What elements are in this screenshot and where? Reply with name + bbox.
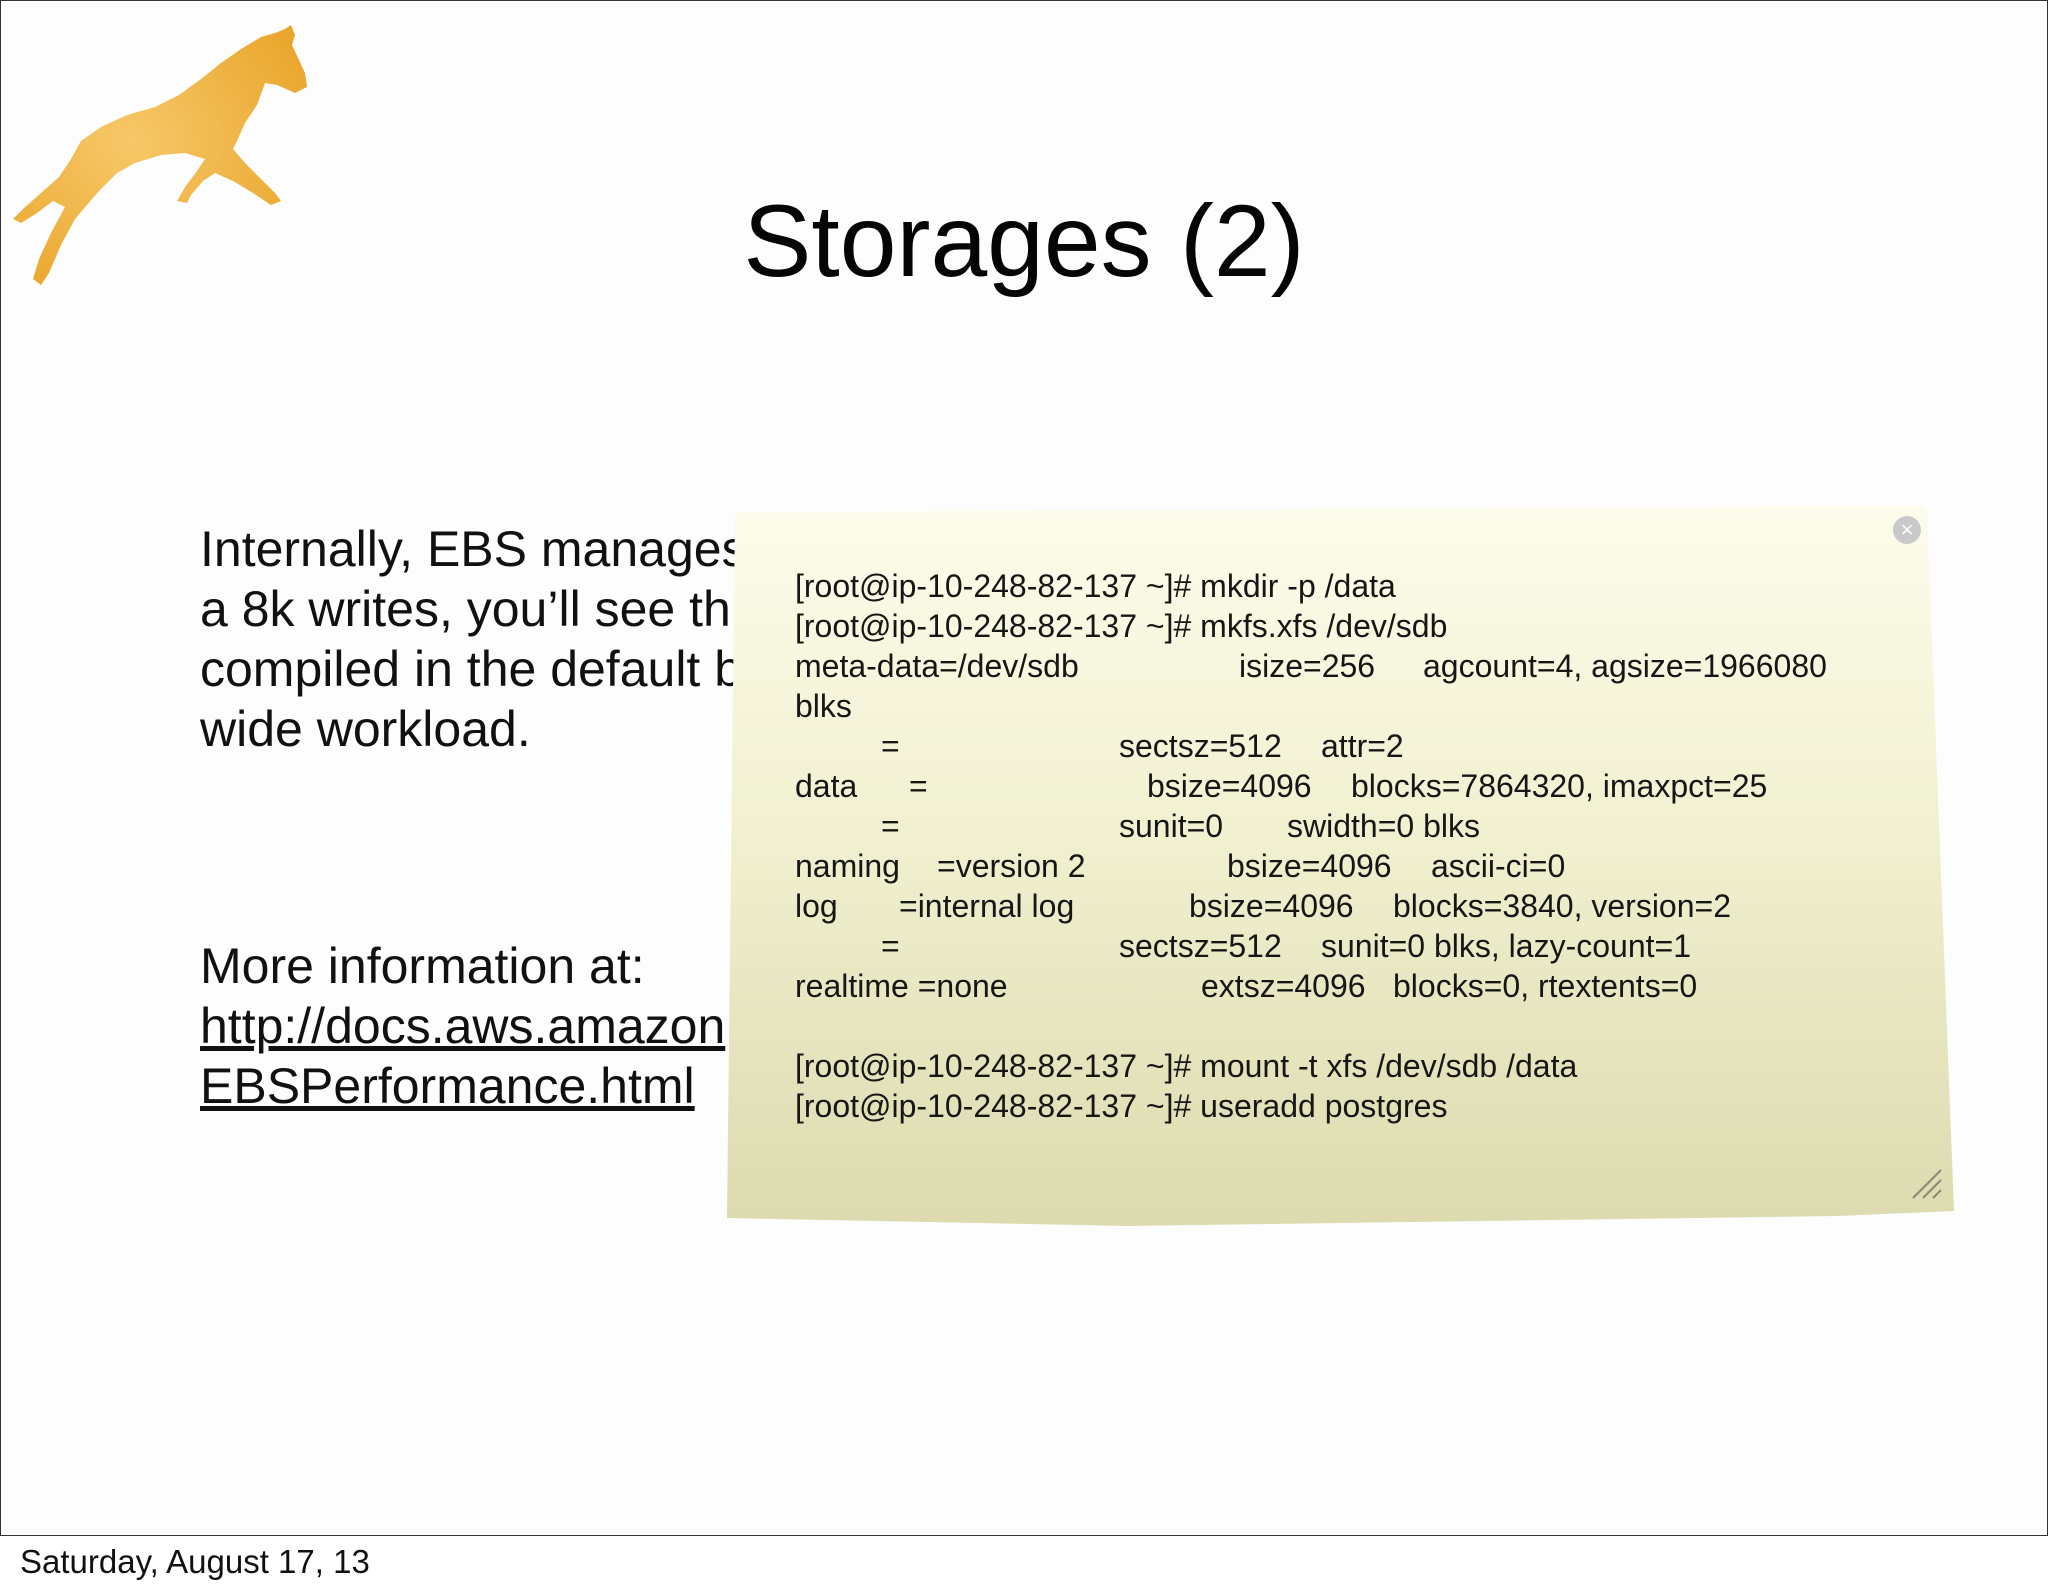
terminal-text: ascii-ci=0 [1431,848,1566,884]
docs-link[interactable]: EBSPerformance.html [200,1058,695,1114]
terminal-line: [root@ip-10-248-82-137 ~]# mkfs.xfs /dev… [795,606,1935,646]
terminal-text: log [795,888,838,924]
terminal-text: data [795,768,858,804]
terminal-text: blocks=0, rtextents=0 [1393,968,1698,1004]
sticky-note[interactable]: × [root@ip-10-248-82-137 ~]# mkdir -p /d… [727,506,1954,1226]
terminal-text: = [881,728,900,764]
terminal-line: blks [795,686,1935,726]
terminal-line: naming =version 2 bsize=4096 ascii-ci=0 [795,846,1935,886]
terminal-text: [root@ip-10-248-82-137 ~]# mkfs.xfs /dev… [795,608,1448,644]
docs-link[interactable]: http://docs.aws.amazon [200,998,726,1054]
terminal-text: bsize=4096 [1227,848,1392,884]
body-line: Internally, EBS manages [200,521,747,577]
footer-date: Saturday, August 17, 13 [20,1543,370,1580]
terminal-output: [root@ip-10-248-82-137 ~]# mkdir -p /dat… [795,566,1935,1126]
terminal-text: realtime =none [795,968,1008,1004]
terminal-text: sunit=0 blks, lazy-count=1 [1321,928,1691,964]
terminal-text: = [909,768,928,804]
more-info: More information at: http://docs.aws.ama… [200,936,1100,1116]
terminal-text: swidth=0 blks [1287,808,1480,844]
terminal-text: extsz=4096 [1201,968,1366,1004]
terminal-text: attr=2 [1321,728,1404,764]
terminal-text: =version 2 [937,848,1086,884]
terminal-text: = [881,928,900,964]
terminal-line: [root@ip-10-248-82-137 ~]# mount -t xfs … [795,1046,1935,1086]
close-icon[interactable]: × [1893,516,1921,544]
terminal-text: bsize=4096 [1189,888,1354,924]
body-line: compiled in the default b [200,641,743,697]
terminal-line: data = bsize=4096 blocks=7864320, imaxpc… [795,766,1935,806]
horse-logo [13,25,307,285]
terminal-text: [root@ip-10-248-82-137 ~]# mount -t xfs … [795,1048,1578,1084]
terminal-line: [root@ip-10-248-82-137 ~]# useradd postg… [795,1086,1935,1126]
terminal-line: log =internal log bsize=4096 blocks=3840… [795,886,1935,926]
resize-grip-icon[interactable] [1909,1166,1943,1200]
terminal-line: = sectsz=512 attr=2 [795,726,1935,766]
slide-title: Storages (2) [743,184,1305,298]
body-line: a 8k writes, you’ll see th [200,581,731,637]
terminal-text: blks [795,688,852,724]
terminal-text: sectsz=512 [1119,728,1282,764]
slide: Storages (2) Internally, EBS manages a 8… [0,0,2048,1536]
terminal-text: bsize=4096 [1147,768,1312,804]
terminal-line: meta-data=/dev/sdb isize=256 agcount=4, … [795,646,1935,686]
terminal-text: = [881,808,900,844]
body-text: Internally, EBS manages a 8k writes, you… [200,519,1100,759]
terminal-line: = sunit=0 swidth=0 blks [795,806,1935,846]
terminal-text: meta-data=/dev/sdb [795,648,1079,684]
more-info-label: More information at: [200,938,645,994]
terminal-text: sunit=0 [1119,808,1224,844]
terminal-text: =internal log [899,888,1075,924]
terminal-text: isize=256 [1239,648,1376,684]
terminal-text: blocks=7864320, imaxpct=25 [1351,768,1768,804]
terminal-text: sectsz=512 [1119,928,1282,964]
terminal-text: [root@ip-10-248-82-137 ~]# useradd postg… [795,1088,1448,1124]
terminal-text: [root@ip-10-248-82-137 ~]# mkdir -p /dat… [795,568,1396,604]
terminal-text: blocks=3840, version=2 [1393,888,1731,924]
terminal-text: naming [795,848,900,884]
terminal-line: = sectsz=512 sunit=0 blks, lazy-count=1 [795,926,1935,966]
terminal-blank-line [795,1006,1935,1046]
terminal-line: [root@ip-10-248-82-137 ~]# mkdir -p /dat… [795,566,1935,606]
body-line: wide workload. [200,701,531,757]
terminal-line: realtime =none extsz=4096 blocks=0, rtex… [795,966,1935,1006]
terminal-text: agcount=4, agsize=1966080 [1423,648,1827,684]
